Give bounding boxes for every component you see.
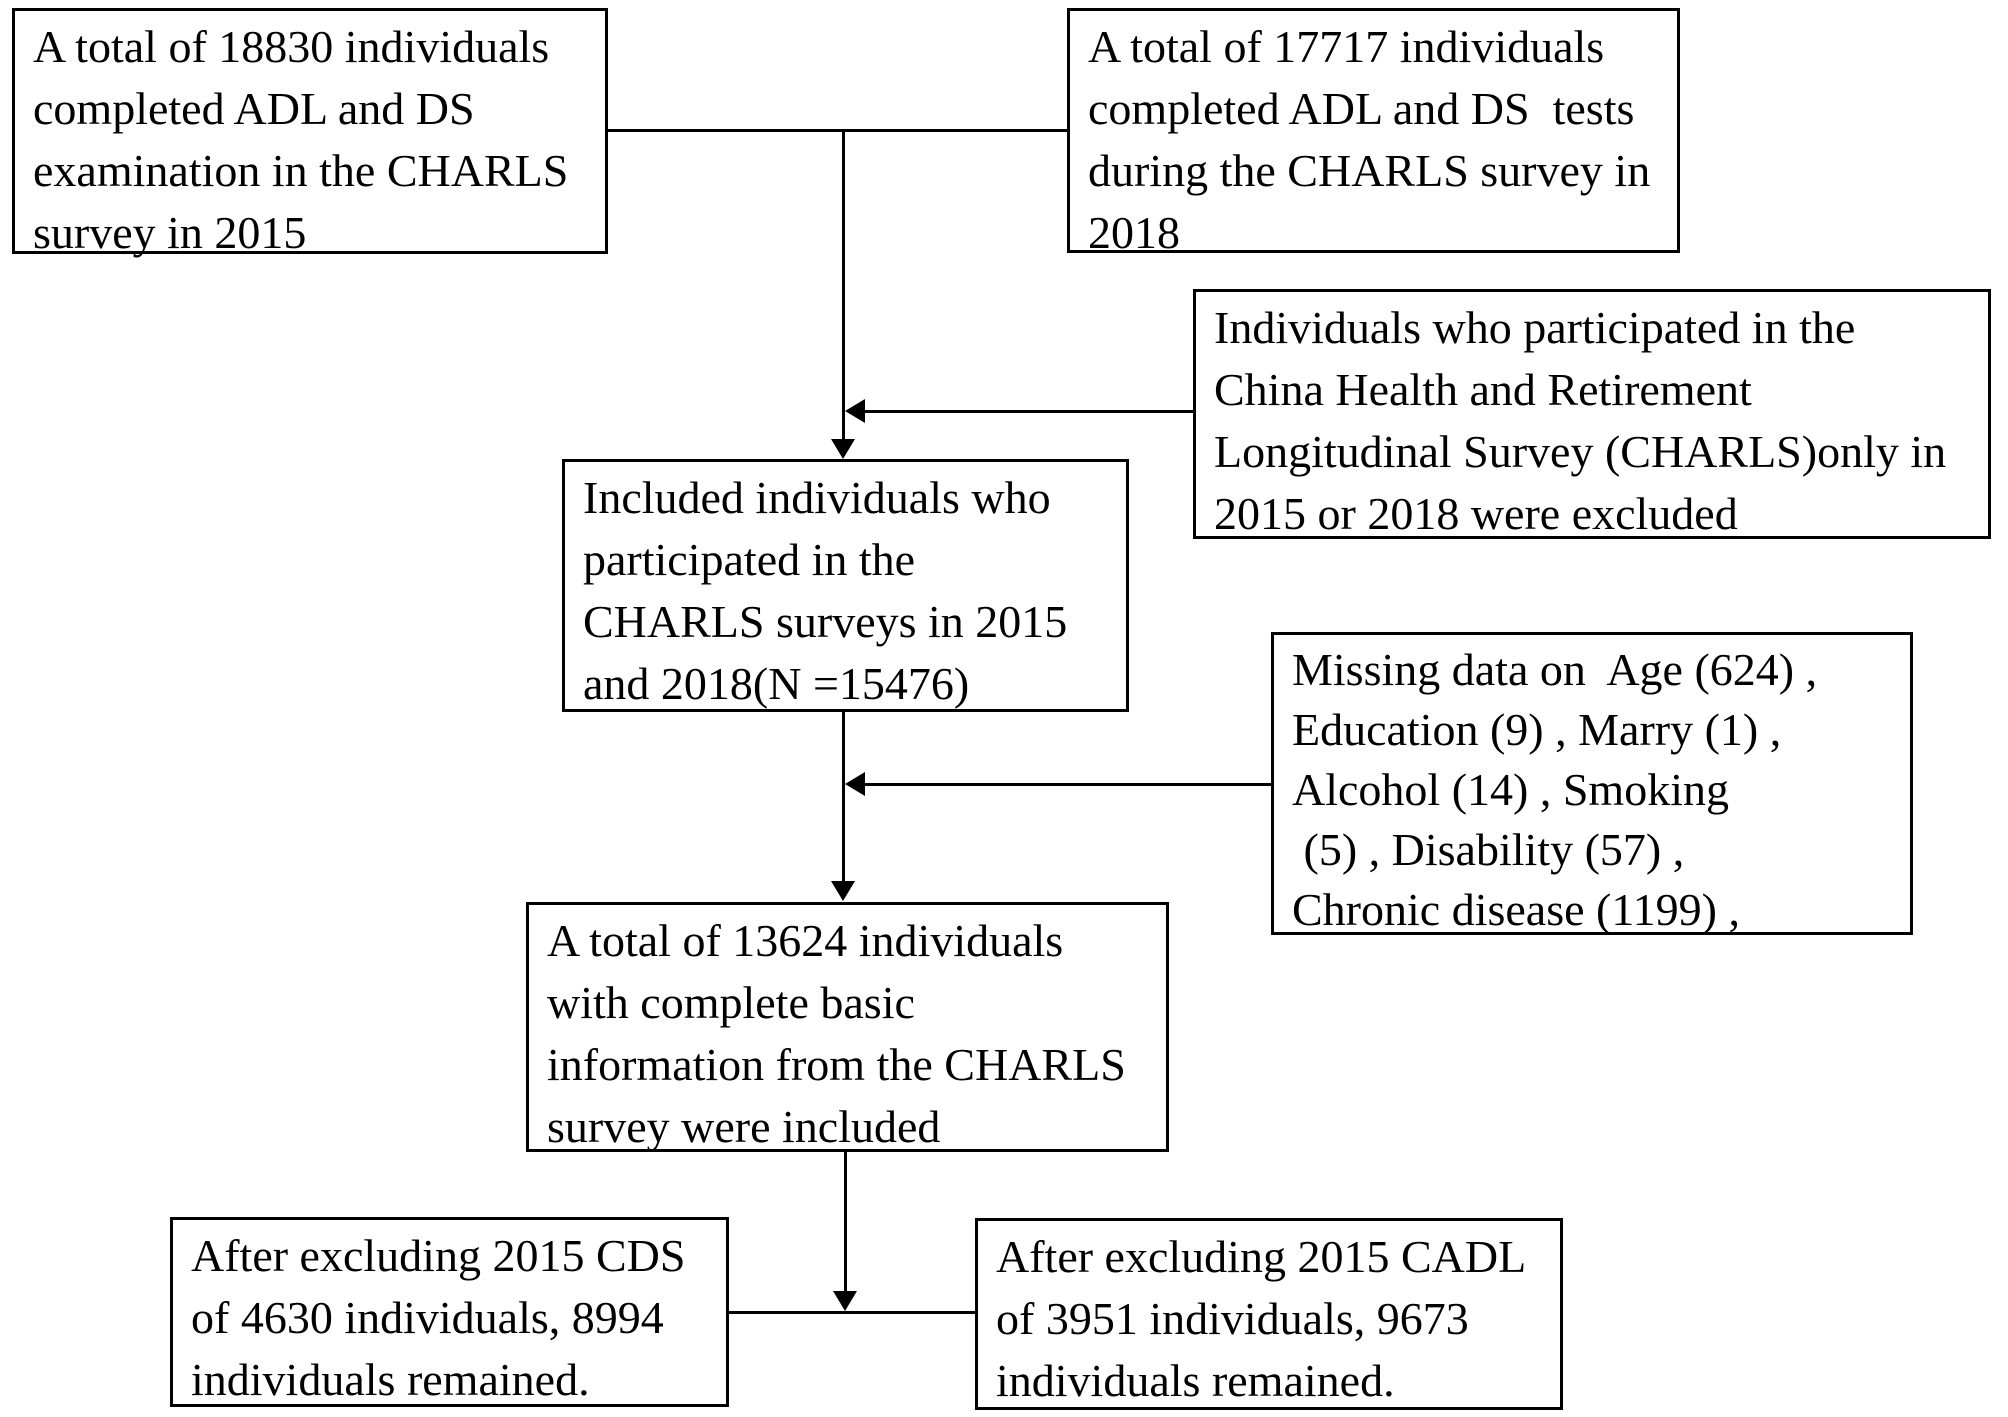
box-adl-ds-2015: A total of 18830 individuals completed A… [12,8,608,258]
connector-exclusion1-horizontal [863,410,1193,413]
arrowhead-left-icon [845,772,865,796]
connector-vertical-1 [842,129,845,441]
connector-exclusion2-horizontal [863,783,1271,786]
box-cds-excluded: After excluding 2015 CDS of 4630 individ… [170,1217,729,1407]
box-missing-data-excluded: Missing data on Age (624) , Education (9… [1271,632,1913,935]
box-excluded-single-wave: Individuals who participated in the Chin… [1193,289,1991,539]
arrowhead-down-icon [833,1291,857,1311]
box-adl-ds-2018: A total of 17717 individuals completed A… [1067,8,1680,258]
box-cadl-excluded: After excluding 2015 CADL of 3951 indivi… [975,1218,1563,1410]
connector-bottom-horizontal [727,1311,975,1314]
box-complete-info: A total of 13624 individuals with comple… [526,902,1169,1152]
connector-vertical-2 [842,710,845,883]
box-included-both-waves: Included individuals who participated in… [562,459,1129,712]
arrowhead-left-icon [845,399,865,423]
connector-top-horizontal [606,129,1069,132]
arrowhead-down-icon [831,439,855,459]
arrowhead-down-icon [831,881,855,901]
connector-vertical-3 [844,1150,847,1293]
